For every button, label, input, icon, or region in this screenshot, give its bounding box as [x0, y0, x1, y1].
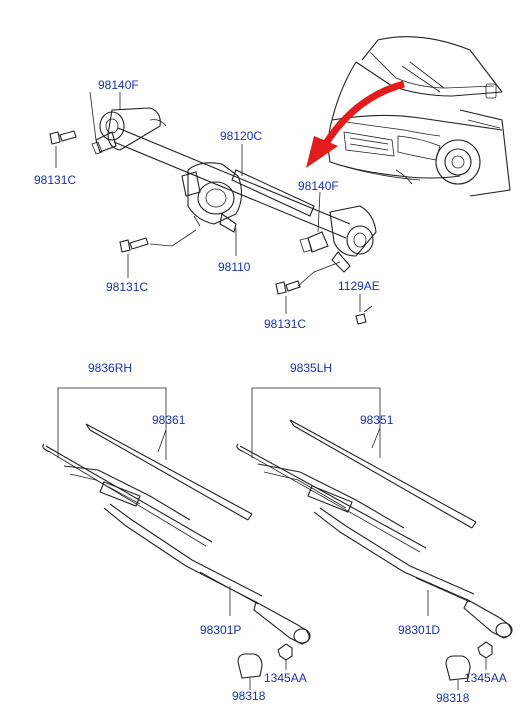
pointer-arrow	[306, 80, 405, 168]
lh-blade	[236, 443, 427, 553]
lh-nut	[477, 641, 493, 659]
label-1345aa-lh: 1345AA	[464, 671, 507, 685]
bolt-98131c-right	[275, 280, 301, 295]
rh-group-bracket	[57, 387, 167, 460]
rh-arm	[103, 503, 311, 645]
lh-group-bracket	[251, 387, 381, 458]
lh-refill-strip	[289, 419, 477, 529]
leaders-lh	[427, 590, 487, 690]
label-98140f-right: 98140F	[298, 179, 339, 193]
bolt-98131c-left	[49, 130, 77, 145]
label-98361: 98361	[152, 413, 186, 427]
label-98318-rh: 98318	[232, 689, 266, 703]
label-98120c: 98120C	[220, 129, 262, 143]
label-98110: 98110	[218, 260, 251, 274]
car-illustration	[327, 36, 511, 197]
label-9835lh: 9835LH	[290, 361, 332, 375]
label-1345aa-rh: 1345AA	[264, 671, 307, 685]
rh-refill-strip	[85, 423, 253, 521]
lh-cap	[445, 655, 471, 681]
wiper-linkage-assembly	[91, 107, 377, 273]
label-98131c-left: 98131C	[34, 173, 76, 187]
label-98318-lh: 98318	[436, 691, 470, 705]
label-98131c-mid: 98131C	[106, 280, 148, 294]
label-98140f-left: 98140F	[98, 78, 139, 92]
lh-arm	[313, 507, 513, 639]
rh-cap	[237, 653, 263, 679]
leaders-linkage	[55, 91, 361, 314]
label-9836rh: 9836RH	[88, 361, 132, 375]
rh-blade	[42, 443, 213, 547]
label-98351: 98351	[360, 413, 394, 427]
screw-1129ae	[355, 305, 373, 325]
label-98301p: 98301P	[200, 623, 241, 637]
bolt-98131c-mid	[119, 237, 149, 253]
rh-nut	[277, 643, 293, 661]
label-98301d: 98301D	[398, 623, 440, 637]
label-98131c-right: 98131C	[264, 317, 306, 331]
leaders-rh	[229, 586, 287, 690]
label-1129ae: 1129AE	[338, 279, 380, 293]
